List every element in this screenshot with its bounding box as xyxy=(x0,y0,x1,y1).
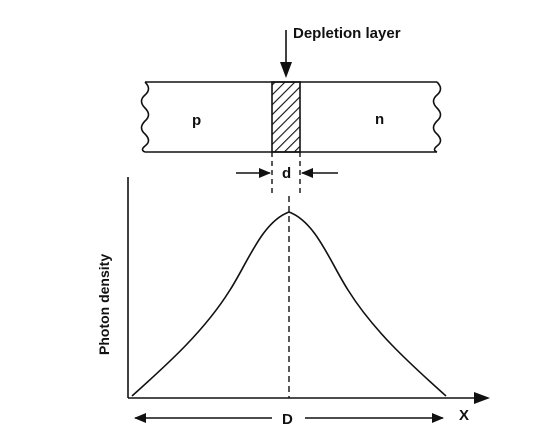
span-D-label: D xyxy=(282,411,293,428)
pn-junction-slab xyxy=(140,81,442,153)
depletion-layer-label: Depletion layer xyxy=(293,25,401,42)
y-axis-label: Photon density xyxy=(96,254,112,355)
depletion-arrow xyxy=(280,30,292,78)
n-region-label: n xyxy=(375,111,384,128)
depletion-region xyxy=(271,81,301,153)
p-region-label: p xyxy=(192,112,201,129)
x-axis-arrowhead xyxy=(474,392,490,404)
width-dimension xyxy=(236,152,338,196)
x-axis-label: X xyxy=(459,407,469,424)
width-d-label: d xyxy=(282,165,291,182)
plot-axes xyxy=(127,177,490,404)
